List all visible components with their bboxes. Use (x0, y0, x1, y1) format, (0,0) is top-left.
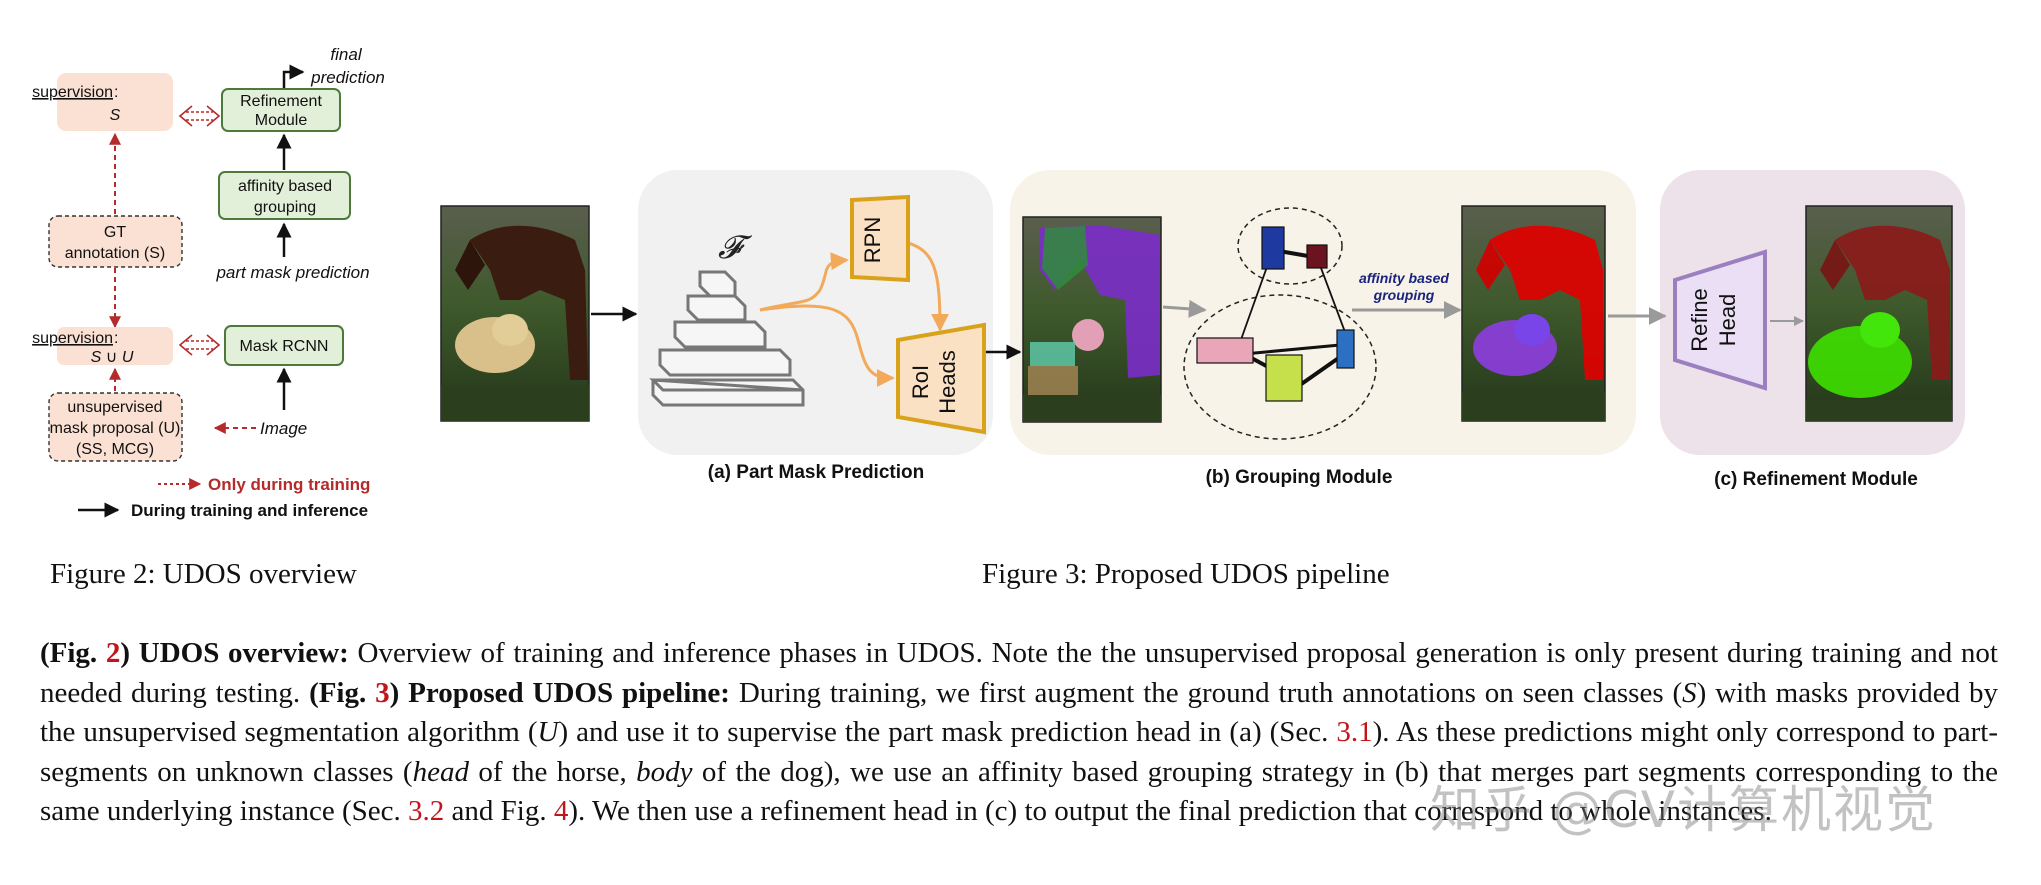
figure-2: final prediction supervision : S Refinem… (32, 45, 385, 520)
legend-training-inference: During training and inference (78, 501, 368, 520)
svg-text:RoI: RoI (908, 365, 933, 399)
svg-text:Refinement: Refinement (240, 93, 322, 110)
svg-text:During training and inference: During training and inference (131, 501, 368, 520)
double-arrow-supervision-su (178, 334, 221, 356)
paragraph-text-6: of the horse, (468, 755, 637, 788)
final-prediction-label-2: prediction (310, 68, 385, 87)
mask-rcnn-box: Mask RCNN (224, 325, 344, 366)
svg-text:S: S (110, 107, 121, 124)
backbone-feature-pyramid (649, 270, 805, 407)
grouped-photo (1461, 205, 1606, 422)
italic-body: body (636, 755, 693, 788)
svg-text::: : (114, 84, 118, 101)
svg-text:Module: Module (255, 112, 308, 129)
affinity-label-line2: grouping (1373, 287, 1435, 303)
svg-text:Head: Head (1715, 294, 1740, 347)
svg-text:mask proposal (U): mask proposal (U) (50, 420, 181, 437)
fig3-ref-link[interactable]: 3 (375, 676, 390, 709)
refined-output-photo (1805, 205, 1953, 422)
svg-text:GT: GT (104, 224, 126, 241)
refinement-module-box: Refinement Module (221, 88, 341, 132)
svg-text:Mask RCNN: Mask RCNN (240, 338, 329, 355)
svg-text:(SS, MCG): (SS, MCG) (76, 441, 154, 458)
figure-area: final prediction supervision : S Refinem… (32, 45, 1965, 520)
label-grouping-module: (b) Grouping Module (1206, 467, 1393, 488)
paragraph-text-3: ) with masks provided by the unsupervise… (40, 676, 1998, 749)
fig3-ref-open: (Fig. (309, 676, 376, 709)
svg-text:Only during training: Only during training (208, 475, 370, 494)
supervision-su-box: supervision : S ∪ U (32, 327, 173, 366)
svg-text:S ∪ U: S ∪ U (91, 349, 134, 366)
roi-heads-block: RoI Heads (896, 322, 986, 435)
svg-text:affinity based: affinity based (238, 178, 332, 195)
arrow-partmask-to-graph (1162, 299, 1207, 318)
figure-3: 𝓕 RPN RoI Heads (440, 170, 1965, 490)
fig2-ref-link[interactable]: 2 (105, 637, 121, 669)
part-mask-prediction-label: part mask prediction (215, 263, 369, 282)
paragraph-text-2: During training, we first augment the gr… (729, 676, 1683, 709)
affinity-grouping-box: affinity based grouping (218, 171, 351, 220)
svg-text:unsupervised: unsupervised (67, 399, 162, 416)
unsupervised-proposal-box: unsupervised mask proposal (U) (SS, MCG) (48, 392, 183, 462)
final-prediction-label: final (330, 45, 362, 64)
italic-head: head (412, 755, 469, 788)
svg-text:Refine: Refine (1687, 288, 1712, 352)
paragraph-text-7: of the dog), we use an affinity based gr… (40, 755, 1998, 828)
figure-3-caption: Figure 3: Proposed UDOS pipeline (982, 558, 1390, 590)
watermark: 知乎 @CV计算机视觉 (1430, 781, 1938, 839)
sec-3-2-link[interactable]: 3.2 (408, 795, 445, 827)
svg-text::: : (114, 330, 118, 347)
refine-head-block: Refine Head (1673, 249, 1767, 391)
fig2-ref-title: ) UDOS overview: (120, 637, 349, 669)
paragraph-text-1: Overview of training and inference phase… (40, 637, 1998, 709)
rpn-block: RPN (850, 194, 910, 283)
var-s: S (1682, 676, 1697, 709)
var-u: U (537, 716, 559, 748)
fig3-ref-title: ) Proposed UDOS pipeline: (389, 676, 730, 709)
svg-text:grouping: grouping (254, 199, 316, 216)
label-part-mask-prediction: (a) Part Mask Prediction (708, 462, 924, 483)
fig2-ref-open: (Fig. (40, 637, 106, 669)
backbone-to-rpn-arrow (759, 252, 849, 312)
gt-annotation-box: GT annotation (S) (48, 215, 183, 268)
label-refinement-module: (c) Refinement Module (1714, 469, 1918, 490)
caption-paragraph: (Fig. 2) UDOS overview: Overview of trai… (40, 634, 1998, 832)
affinity-graph (1183, 207, 1377, 440)
paragraph-text-5: ). As these predictions might only corre… (40, 716, 1998, 788)
svg-text:supervision: supervision (32, 330, 113, 347)
supervision-s-box: supervision : S (32, 73, 173, 131)
legend-only-training: Only during training (158, 475, 370, 494)
paragraph-text-8: and Fig. (444, 795, 554, 827)
paragraph-text-9: ). We then use a refinement head in (c) … (568, 795, 1772, 827)
sec-3-1-link[interactable]: 3.1 (1336, 716, 1373, 748)
svg-text:RPN: RPN (860, 217, 885, 263)
image-label: Image (260, 419, 307, 438)
backbone-to-roi-arrow (759, 304, 895, 387)
rpn-to-roi-arrow (904, 240, 949, 332)
part-mask-photo (1022, 216, 1162, 423)
fig-4-link[interactable]: 4 (553, 795, 569, 827)
svg-text:Heads: Heads (935, 350, 960, 414)
figure-2-caption: Figure 2: UDOS overview (50, 558, 357, 590)
input-photo (440, 205, 590, 422)
paragraph-text-4: ) and use it to supervise the part mask … (558, 716, 1337, 748)
svg-text:supervision: supervision (32, 84, 113, 101)
svg-text:annotation (S): annotation (S) (65, 245, 166, 262)
double-arrow-supervision-s (178, 105, 221, 127)
affinity-label-line1: affinity based (1359, 270, 1449, 286)
